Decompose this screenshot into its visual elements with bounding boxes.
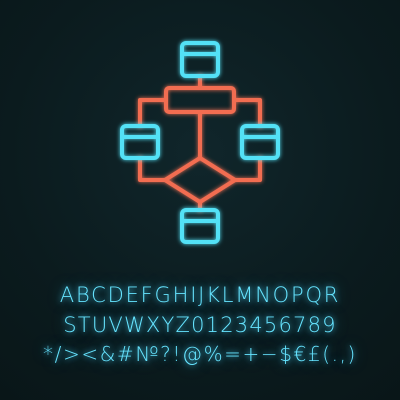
- flowchart-nodes: [120, 41, 280, 244]
- node-bottom: [180, 208, 220, 244]
- node-left: [120, 124, 160, 160]
- node-right: [240, 124, 280, 160]
- decision-diamond: [163, 156, 237, 204]
- alphabet-row-letters-s-z-digits: STUVWXYZ0123456789: [63, 313, 337, 337]
- connector-process-left: [138, 98, 168, 128]
- alphabet-row-symbols: */><&#№?!@%=+−$€£(.,): [43, 342, 357, 366]
- alphabet-row-letters-a-r: ABCDEFGHIJKLMNOPQR: [59, 283, 341, 307]
- connector-right-to-decision: [233, 156, 262, 182]
- node-top: [180, 41, 220, 78]
- flowchart-connectors: [138, 74, 262, 212]
- connector-left-to-decision: [138, 156, 167, 182]
- connector-process-right: [232, 98, 262, 128]
- process-block: [164, 86, 236, 114]
